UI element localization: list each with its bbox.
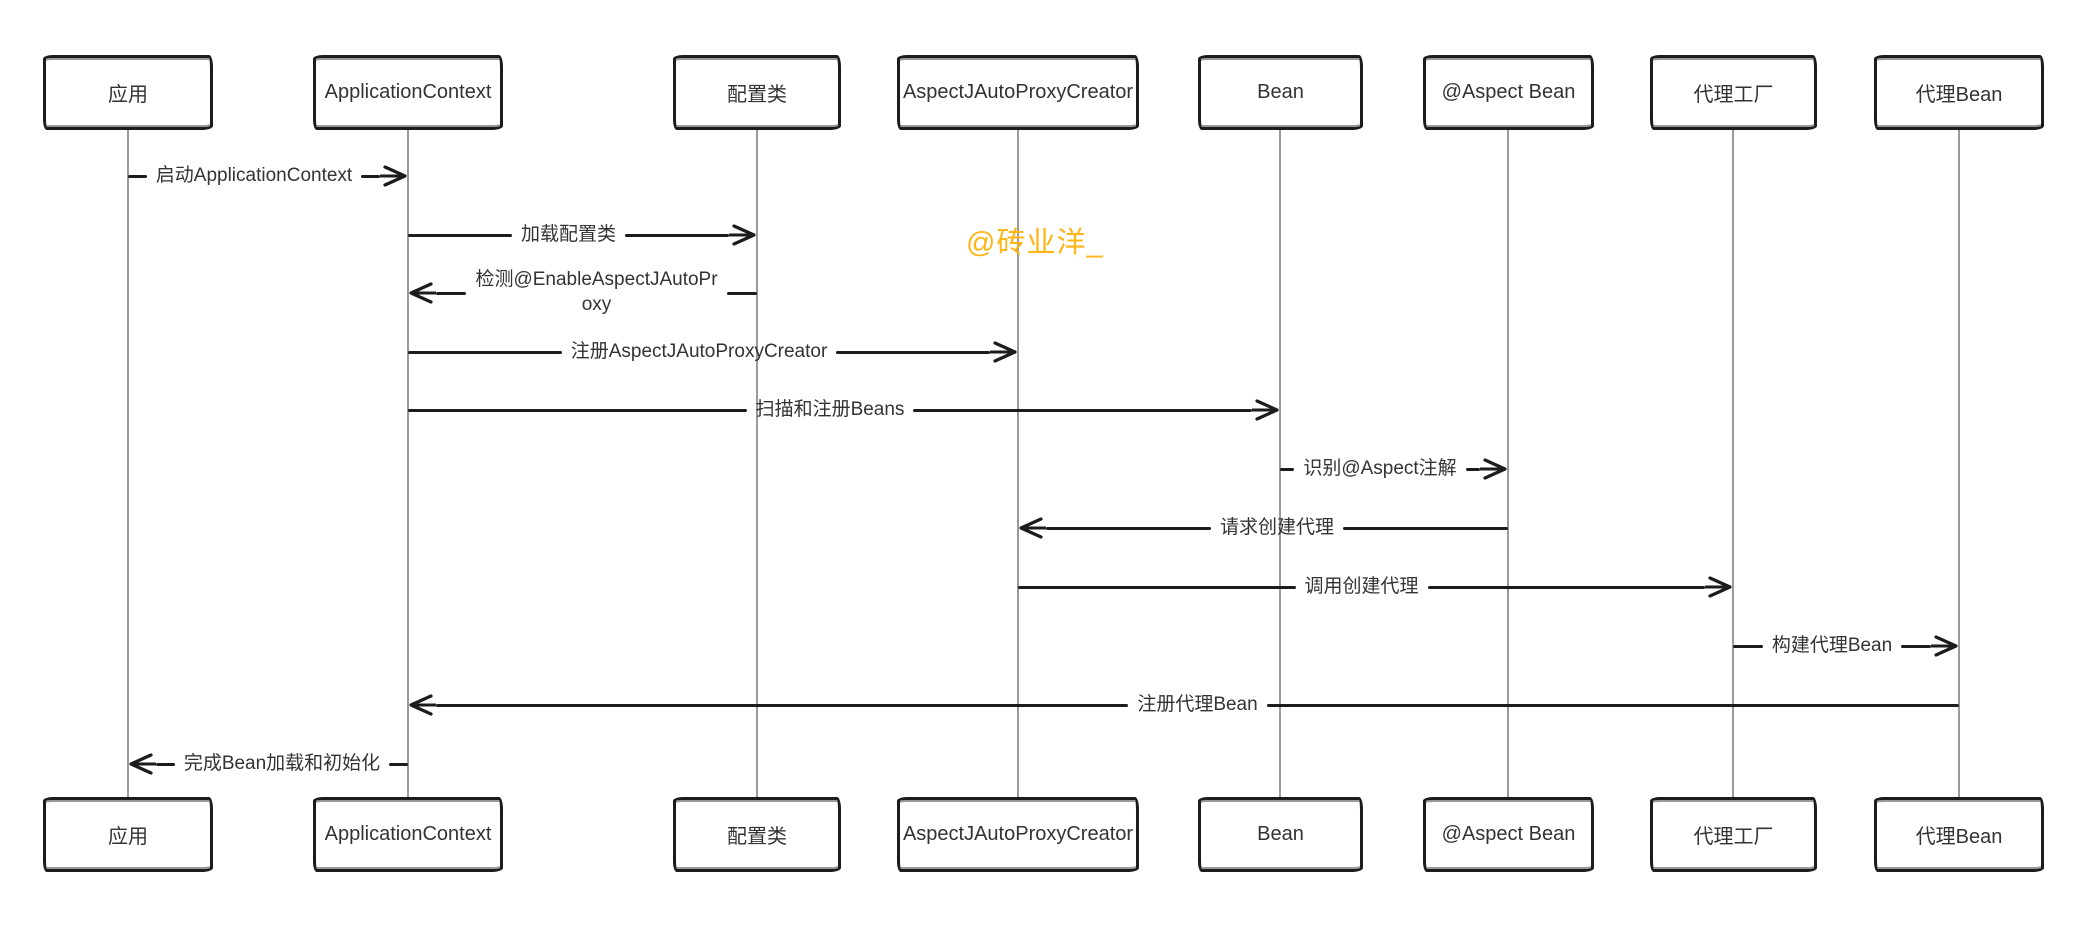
message-label: 构建代理Bean	[1771, 634, 1893, 656]
message-label: 请求创建代理	[1220, 516, 1335, 538]
watermark: @砖业洋_	[966, 227, 1104, 259]
message-invoke-create-proxy: 调用创建代理	[1018, 559, 1733, 615]
participant-aspectj-auto-proxy-creator-bottom: AspectJAutoProxyCreator	[897, 797, 1139, 872]
message-line	[1901, 644, 1931, 648]
message-line	[436, 703, 1129, 707]
participant-aspect-bean-bottom: @Aspect Bean	[1423, 797, 1594, 872]
participant-application-context-bottom: ApplicationContext	[313, 797, 503, 872]
arrowhead-right-icon	[1480, 458, 1507, 480]
message-label: 扫描和注册Beans	[755, 398, 905, 420]
arrowhead-left-icon	[409, 694, 436, 716]
message-line	[1046, 526, 1211, 530]
lifeline-application	[127, 129, 129, 797]
arrowhead-right-icon	[380, 165, 407, 187]
participant-config-class-bottom: 配置类	[673, 797, 841, 872]
message-line	[389, 762, 408, 766]
message-identify-aspect-annotation: 识别@Aspect注解	[1280, 441, 1508, 497]
message-start-application-context: 启动ApplicationContext	[128, 148, 408, 204]
message-request-create-proxy: 请求创建代理	[1018, 500, 1509, 556]
lifeline-proxy-bean	[1958, 129, 1960, 797]
message-line	[913, 408, 1252, 412]
message-line	[726, 291, 757, 295]
participant-aspectj-auto-proxy-creator-top: AspectJAutoProxyCreator	[897, 55, 1139, 130]
message-build-proxy-bean: 构建代理Bean	[1733, 618, 1959, 674]
lifeline-proxy-factory	[1732, 129, 1734, 797]
message-line	[1018, 585, 1296, 589]
message-line	[1427, 585, 1706, 589]
message-scan-register-beans: 扫描和注册Beans	[408, 382, 1280, 438]
message-line	[408, 408, 747, 412]
message-label: 完成Bean加载和初始化	[183, 752, 381, 774]
participant-proxy-factory-top: 代理工厂	[1650, 55, 1817, 130]
message-line	[625, 233, 730, 237]
message-line	[361, 174, 380, 178]
message-label: 注册AspectJAutoProxyCreator	[570, 340, 828, 362]
message-load-config-class: 加载配置类	[408, 207, 757, 263]
participant-bean-top: Bean	[1198, 55, 1363, 130]
participant-proxy-factory-bottom: 代理工厂	[1650, 797, 1817, 872]
participant-bean-bottom: Bean	[1198, 797, 1363, 872]
arrowhead-left-icon	[409, 282, 436, 304]
message-register-aspectj-auto-proxy-creator: 注册AspectJAutoProxyCreator	[408, 324, 1018, 380]
arrowhead-right-icon	[1705, 576, 1732, 598]
message-label: 检测@EnableAspectJAutoPr oxy	[475, 269, 718, 315]
message-line	[1465, 467, 1480, 471]
message-line	[836, 350, 990, 354]
message-detect-enable-aspectj-autoproxy: 检测@EnableAspectJAutoPr oxy	[408, 265, 757, 321]
message-line	[436, 291, 467, 295]
participant-proxy-bean-bottom: 代理Bean	[1874, 797, 2044, 872]
participant-aspect-bean-top: @Aspect Bean	[1423, 55, 1594, 130]
message-line	[1343, 526, 1509, 530]
message-label: 启动ApplicationContext	[155, 164, 353, 186]
message-line	[408, 233, 512, 237]
participant-config-class-top: 配置类	[673, 55, 841, 130]
participant-application-top: 应用	[43, 55, 213, 130]
message-line	[156, 762, 175, 766]
message-label: 识别@Aspect注解	[1303, 457, 1457, 479]
message-line	[1266, 703, 1959, 707]
arrowhead-left-icon	[129, 753, 156, 775]
participant-proxy-bean-top: 代理Bean	[1874, 55, 2044, 130]
participant-application-context-top: ApplicationContext	[313, 55, 503, 130]
lifeline-bean	[1279, 129, 1281, 797]
arrowhead-right-icon	[1931, 635, 1958, 657]
message-line	[128, 174, 147, 178]
message-register-proxy-bean: 注册代理Bean	[408, 677, 1959, 733]
message-line	[1280, 467, 1295, 471]
arrowhead-right-icon	[1252, 399, 1279, 421]
lifeline-aspectj-auto-proxy-creator	[1017, 129, 1019, 797]
lifeline-application-context	[407, 129, 409, 797]
participant-application-bottom: 应用	[43, 797, 213, 872]
message-label: 加载配置类	[521, 223, 617, 245]
arrowhead-right-icon	[729, 224, 756, 246]
message-label: 调用创建代理	[1304, 575, 1419, 597]
message-line	[408, 350, 562, 354]
message-label: 注册代理Bean	[1137, 693, 1258, 715]
arrowhead-left-icon	[1019, 517, 1046, 539]
lifeline-aspect-bean	[1507, 129, 1509, 797]
message-complete-bean-init: 完成Bean加载和初始化	[128, 736, 408, 792]
lifeline-config-class	[756, 129, 758, 797]
arrowhead-right-icon	[990, 341, 1017, 363]
message-line	[1733, 644, 1763, 648]
